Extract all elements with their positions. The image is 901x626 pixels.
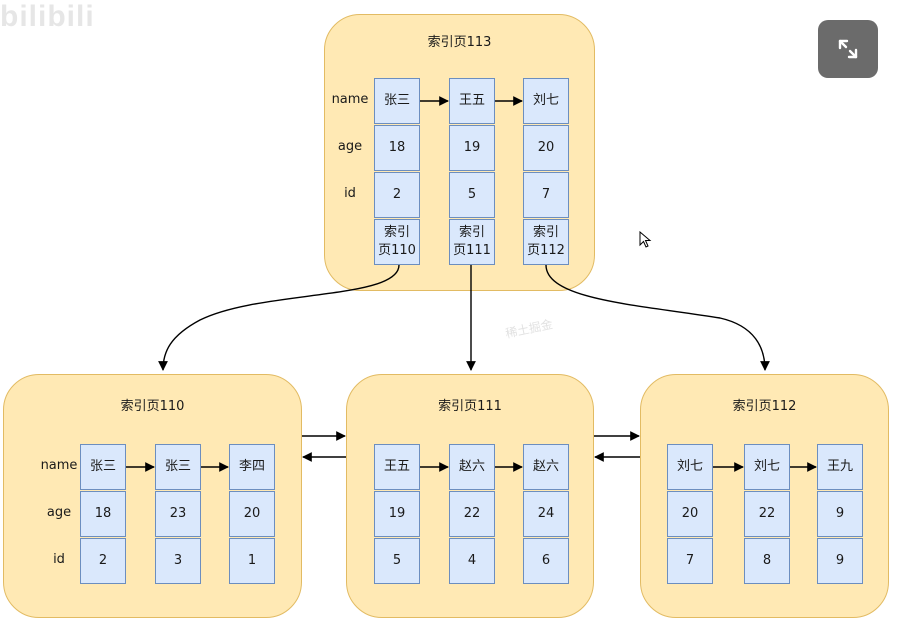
record-name-cell: 刘七	[523, 78, 569, 124]
record-age-cell: 22	[449, 491, 495, 537]
record-age-cell: 20	[523, 125, 569, 171]
record-age-cell: 20	[667, 491, 713, 537]
row-label-name: name	[40, 458, 78, 473]
record-age-cell: 19	[449, 125, 495, 171]
record-name-cell: 赵六	[523, 444, 569, 490]
page-title: 索引页110	[120, 399, 185, 414]
record-age-cell: 20	[229, 491, 275, 537]
record-age-cell: 22	[744, 491, 790, 537]
record-name-cell: 李四	[229, 444, 275, 490]
record-name-cell: 张三	[155, 444, 201, 490]
record-name-cell: 王五	[449, 78, 495, 124]
row-label-id: id	[53, 552, 65, 567]
row-label-age: age	[337, 139, 363, 154]
record-id-cell: 4	[449, 538, 495, 584]
record-name-cell: 张三	[80, 444, 126, 490]
record-name-cell: 王九	[817, 444, 863, 490]
bilibili-watermark: bilibili	[0, 0, 95, 33]
row-label-name: name	[331, 92, 369, 107]
record-name-cell: 张三	[374, 78, 420, 124]
record-id-cell: 5	[449, 172, 495, 218]
expand-icon	[838, 39, 858, 59]
record-name-cell: 王五	[374, 444, 420, 490]
child-pointer-cell: 索引 页111	[449, 219, 495, 265]
page-title: 索引页113	[427, 35, 492, 50]
record-id-cell: 1	[229, 538, 275, 584]
record-age-cell: 18	[374, 125, 420, 171]
row-label-id: id	[344, 186, 356, 201]
record-id-cell: 3	[155, 538, 201, 584]
record-id-cell: 6	[523, 538, 569, 584]
record-age-cell: 18	[80, 491, 126, 537]
mouse-pointer-icon	[639, 231, 652, 248]
page-title: 索引页111	[438, 399, 502, 414]
record-id-cell: 9	[817, 538, 863, 584]
record-id-cell: 2	[80, 538, 126, 584]
child-pointer-cell: 索引 页112	[523, 219, 569, 265]
expand-button[interactable]	[818, 20, 878, 78]
record-id-cell: 8	[744, 538, 790, 584]
record-age-cell: 24	[523, 491, 569, 537]
page-title: 索引页112	[732, 399, 797, 414]
record-age-cell: 23	[155, 491, 201, 537]
record-age-cell: 19	[374, 491, 420, 537]
row-label-age: age	[46, 505, 72, 520]
record-name-cell: 刘七	[744, 444, 790, 490]
record-id-cell: 5	[374, 538, 420, 584]
record-age-cell: 9	[817, 491, 863, 537]
record-id-cell: 2	[374, 172, 420, 218]
record-id-cell: 7	[667, 538, 713, 584]
record-name-cell: 刘七	[667, 444, 713, 490]
edge-113-to-112	[545, 264, 770, 371]
record-id-cell: 7	[523, 172, 569, 218]
child-pointer-cell: 索引 页110	[374, 219, 420, 265]
edge-113-to-110	[158, 264, 400, 371]
record-name-cell: 赵六	[449, 444, 495, 490]
